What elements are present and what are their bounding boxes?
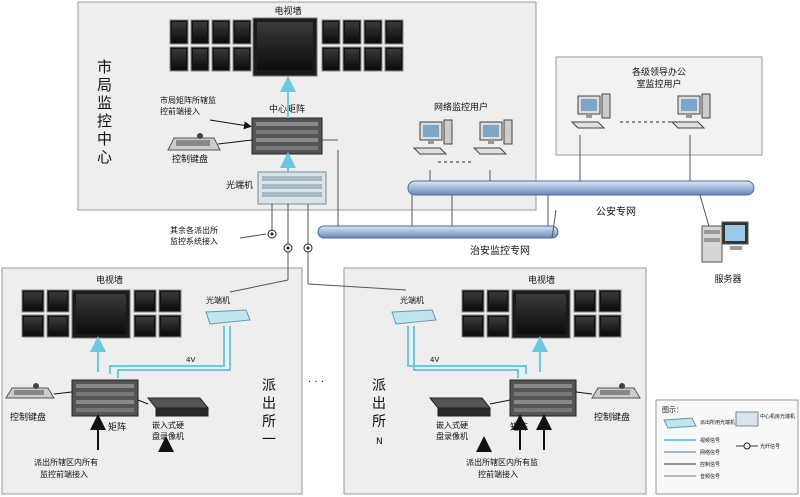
stationN-keyboard-label: 控制键盘 [594,411,630,423]
station1-matrix [71,379,139,417]
station1-dvr-line1: 嵌入式硬 [152,420,184,430]
center-optical-label: 光端机 [226,179,253,191]
station1-name-char: 一 [262,432,276,448]
station1-tv-wall-label: 电视墙 [96,274,123,286]
center-matrix-input-line1: 市局矩阵所辖监 [160,95,216,105]
station1-matrix-label: 矩阵 [108,421,126,433]
legend-center-optical-icon [735,411,759,427]
legend-item-center-optical: 中心机房光端机 [760,413,795,420]
center-matrix-input-line2: 控前端接入 [160,106,200,116]
center-keyboard-label: 控制键盘 [172,153,208,165]
legend-optical-icon [663,417,697,429]
stations-ellipsis: · · · [308,377,324,388]
center-title: 市 局 监 控 中 心 [97,58,112,166]
stationN-dvr [428,397,492,417]
center-tv-wall [169,17,404,77]
station1-name-char: 所 [262,414,276,430]
station1-tv-wall [21,289,182,339]
station1-keyboard-label: 控制键盘 [10,411,46,423]
public-order-label: 治安监控专网 [470,244,530,257]
center-title-char: 监 [97,94,112,112]
center-title-char: 市 [97,58,112,76]
center-input-arrow [209,119,252,130]
stationN-signal-label: 4V [430,356,439,364]
stationN-name-suffix: N [376,437,383,447]
leaders-label-line1: 各级领导办公 [632,66,686,78]
legend-item-fiber: 光纤信号 [760,443,780,450]
fiber-connector-dot [270,232,310,250]
other-stations-line1: 其余各派出所 [170,225,218,235]
stationN-tv-wall-label: 电视墙 [528,274,555,286]
station1-keyboard-link [53,391,73,395]
leader-pc-icon [570,93,611,129]
legend-item-network: 网络信号 [700,449,720,456]
net-users-label: 网络监控用户 [434,101,488,113]
stationN-dvr-line1: 嵌入式硬 [436,420,468,430]
station1-name-char: 派 [262,378,276,394]
public-security-label: 公安专网 [596,205,636,218]
station1-input-line1: 派出所辖区内所有 [34,457,98,467]
center-keyboard-icon [167,133,221,151]
stationN-matrix [509,379,577,417]
center-title-char: 局 [97,76,112,94]
legend-item-optical: 派出所用光端机 [700,419,735,426]
fiber-connector-icon [267,229,313,253]
center-optical-unit [257,171,327,205]
stationN-tv-wall [461,289,622,339]
station1-name: 派 出 所 一 [262,378,276,448]
pipe-links [322,135,711,239]
station1-dvr [146,397,210,417]
stationN-name-char: 出 [372,396,386,412]
station1-name-char: 出 [262,396,276,412]
stationN-name-char: 所 [372,414,386,430]
net-user-pc-icon [472,119,513,155]
stationN-dvr-link [489,399,511,405]
public-order-network [317,225,559,239]
stationN-dvr-line2: 盘录像机 [436,431,468,441]
legend-panel [655,399,799,495]
stationN-video-links [407,326,548,378]
center-keyboard-link [217,139,253,145]
server-icon [701,221,749,263]
stationN-name: 派 出 所 N [372,378,386,447]
station1-dvr-link [137,399,149,405]
stationN-optical-label: 光端机 [400,295,424,305]
legend-fiber-icon [736,442,758,450]
station1-optical-label: 光端机 [206,295,230,305]
stationN-optical-unit [391,309,437,325]
station1-signal-label: 4V [186,356,195,364]
stationN-input-line2: 控前端接入 [478,469,518,479]
legend-item-audio: 音频信号 [700,473,720,480]
station1-dvr-line2: 盘录像机 [152,431,184,441]
stationN-keyboard-link [575,391,593,395]
center-tv-wall-label: 电视墙 [274,5,301,17]
other-stations-line2: 监控系统接入 [170,236,218,246]
leaders-label-line2: 室监控用户 [636,78,681,90]
center-title-char: 心 [97,148,112,166]
center-title-char: 中 [97,130,112,148]
net-user-pc-icon [412,119,453,155]
legend-item-video: 视频信号 [700,437,720,444]
leader-pc-icon [670,93,711,129]
public-security-network [407,180,755,196]
station1-video-links [90,326,231,378]
station1-input-line2: 监控前端接入 [40,469,88,479]
stationN-keyboard-icon [591,383,641,399]
stationN-name-char: 派 [372,378,386,394]
stationN-input-line1: 派出所辖区内所有监 [466,457,538,467]
legend-item-control: 控制信号 [700,461,720,468]
station1-keyboard-icon [5,383,55,399]
center-title-char: 控 [97,112,112,130]
station1-optical-unit [205,309,251,325]
legend-title: 图示： [662,406,683,414]
server-label: 服务器 [714,273,741,285]
